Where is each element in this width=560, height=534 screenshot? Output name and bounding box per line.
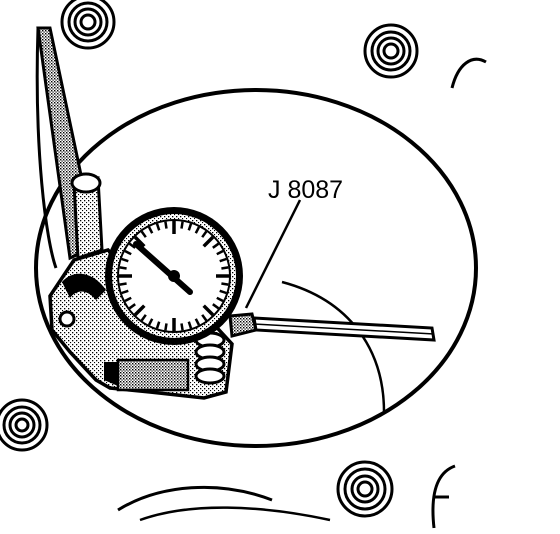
- dial-tick: [180, 323, 184, 331]
- dial-tick: [121, 257, 129, 263]
- dial-tick: [128, 242, 136, 249]
- dial-center-hub: [168, 270, 180, 282]
- dial-tick: [119, 266, 127, 270]
- dial-tick: [121, 289, 129, 295]
- dial-tick: [219, 257, 227, 263]
- dial-tick: [147, 318, 154, 326]
- dial-tick: [219, 289, 227, 295]
- dial-tick: [212, 303, 220, 310]
- dial-tick: [133, 235, 146, 248]
- callout-label-tool-number: J 8087: [268, 176, 343, 204]
- adjacent-bore-edge-bottom-right: [431, 464, 456, 529]
- dial-tick: [147, 226, 154, 234]
- dial-tick: [194, 318, 201, 326]
- pivot-screw: [58, 310, 76, 328]
- clamp-knob: [70, 172, 102, 194]
- dial-tick: [164, 221, 168, 229]
- dial-tick: [202, 304, 215, 317]
- dial-tick: [212, 242, 220, 249]
- gauge-handle-outline: [35, 27, 58, 269]
- bolt-hole-top-left: [60, 0, 116, 50]
- dial-tick: [180, 221, 184, 229]
- mechanism-plate: [116, 358, 190, 392]
- dial-tick: [140, 230, 147, 238]
- bolt-hole-bottom-center: [336, 460, 394, 518]
- cylinder-bore: [34, 88, 478, 448]
- mechanism-link: [62, 273, 106, 300]
- dial-tick: [201, 230, 208, 238]
- dial-tick: [187, 321, 193, 329]
- mechanism-slot: [104, 362, 118, 386]
- dial-tick: [124, 249, 132, 256]
- callout-leader-line: [244, 199, 302, 309]
- adjusting-spring: [194, 331, 226, 385]
- dial-tick: [155, 321, 161, 329]
- dial-tick: [221, 266, 229, 270]
- dial-tick: [194, 226, 201, 234]
- dial-tick: [119, 282, 127, 286]
- dial-tick: [164, 323, 168, 331]
- dial-tick: [216, 249, 224, 256]
- dial-tick: [133, 304, 146, 317]
- dial-ticks: [119, 221, 229, 331]
- dial-tick: [155, 223, 161, 231]
- dial-indicator: [105, 207, 243, 345]
- adjacent-bore-edge-top-right: [450, 57, 487, 89]
- gauge-plunger-rod: [228, 312, 436, 342]
- dial-tick: [216, 296, 224, 303]
- bolt-hole-top-right: [363, 23, 419, 79]
- dial-tick: [202, 235, 215, 248]
- dial-tick: [140, 314, 147, 322]
- adjacent-bore-edge-bottom-left-inner: [139, 506, 331, 522]
- dial-needle: [133, 241, 193, 295]
- dial-tick: [124, 296, 132, 303]
- bolt-hole-bottom-left: [0, 398, 49, 452]
- bore-wall-arc: [281, 280, 386, 413]
- dial-tick: [128, 303, 136, 310]
- dial-tick: [187, 223, 193, 231]
- dial-tick: [201, 314, 208, 322]
- dial-tick: [221, 282, 229, 286]
- adjacent-bore-edge-bottom-left: [117, 485, 273, 512]
